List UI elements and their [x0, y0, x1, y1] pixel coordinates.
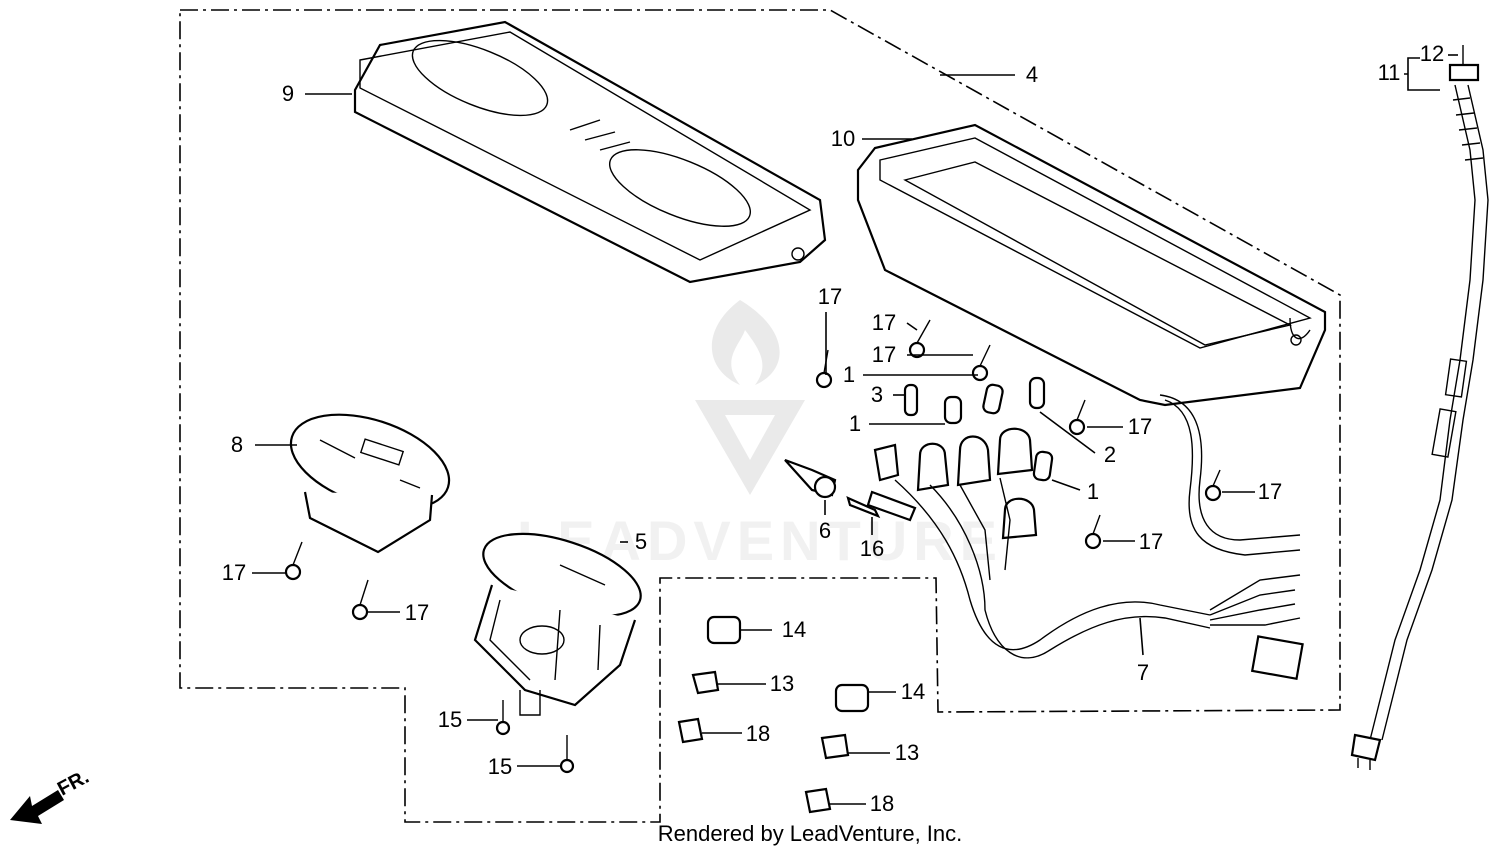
callout-17c: 17: [872, 342, 896, 367]
callout-3: 3: [871, 382, 883, 407]
callout-17f: 17: [1139, 529, 1163, 554]
watermark-logo: LEADVENTURE: [517, 300, 997, 572]
meter-cover: [353, 20, 827, 284]
leader-lines: [252, 54, 1458, 805]
callouts: 9 10 4 11 12 8 17 17 17 1 3 1 17 2 1 17 …: [222, 41, 1444, 816]
callout-14a: 14: [782, 617, 806, 642]
callout-15a: 15: [438, 707, 462, 732]
callout-17e: 17: [1258, 479, 1282, 504]
callout-6: 6: [819, 518, 831, 543]
callout-2: 2: [1104, 442, 1116, 467]
callout-17d: 17: [1128, 414, 1152, 439]
callout-14b: 14: [901, 679, 925, 704]
callout-17a: 17: [818, 284, 842, 309]
callout-1c: 1: [1087, 479, 1099, 504]
assembly-boundary: [179, 9, 1341, 823]
callout-10: 10: [831, 126, 855, 151]
callout-17g: 17: [222, 560, 246, 585]
speedometer-cable: [1350, 45, 1489, 770]
callout-13b: 13: [895, 740, 919, 765]
callout-17b: 17: [872, 310, 896, 335]
callout-16: 16: [860, 536, 884, 561]
callout-8: 8: [231, 432, 243, 457]
callout-18a: 18: [746, 721, 770, 746]
callout-4: 4: [1026, 62, 1038, 87]
callout-1b: 1: [849, 411, 861, 436]
meter-case: [856, 123, 1327, 407]
callout-5: 5: [635, 529, 647, 554]
callout-12: 12: [1420, 41, 1444, 66]
callout-15b: 15: [488, 754, 512, 779]
callout-18b: 18: [870, 791, 894, 816]
bulbs-and-sockets: [784, 376, 1054, 540]
meter-assembly: [473, 532, 642, 716]
front-indicator: FR.: [10, 766, 93, 824]
callout-1a: 1: [843, 362, 855, 387]
front-arrow-icon: [10, 790, 64, 824]
callout-9: 9: [282, 81, 294, 106]
callout-17h: 17: [405, 600, 429, 625]
callout-7: 7: [1137, 660, 1149, 685]
fasteners: [284, 319, 1222, 814]
callout-13a: 13: [770, 671, 794, 696]
callout-11: 11: [1378, 60, 1401, 85]
credit-text: Rendered by LeadVenture, Inc.: [658, 821, 963, 846]
indicator-panel: [289, 413, 451, 554]
wire-harness: [894, 394, 1304, 680]
